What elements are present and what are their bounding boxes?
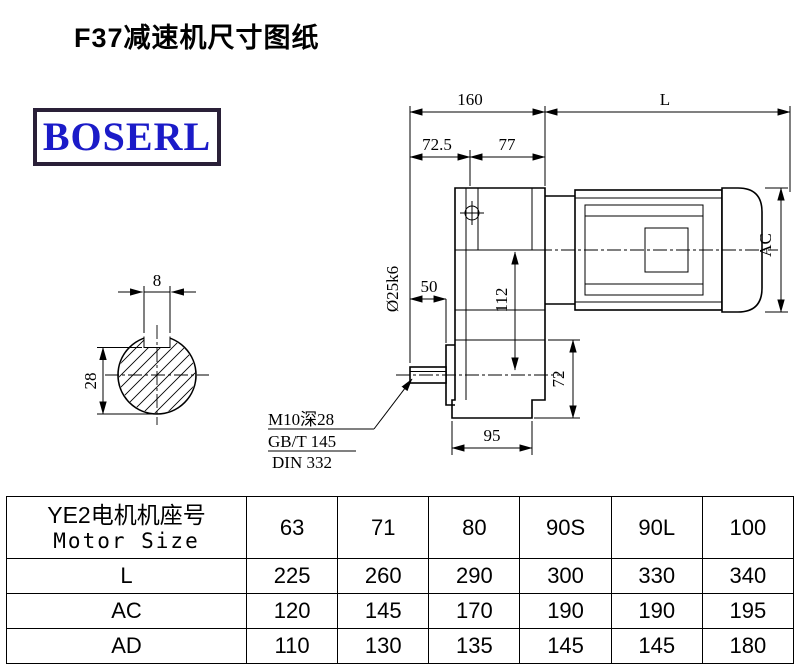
table-cell: 195 [701,593,795,629]
table-cell: 120 [245,593,339,629]
table-cell: 135 [428,628,521,664]
dim-112-label: 112 [492,288,511,313]
table-cell: 145 [337,593,430,629]
motor-dimension-table: YE2电机机座号 Motor Size 63 71 80 90S 90L 100… [6,496,795,664]
dimensions: 160 L 72.5 77 Ø25k6 50 112 72 [383,90,791,455]
table-cell: 260 [337,558,430,594]
table-cell: 180 [701,628,795,664]
table-cell: 330 [610,558,703,594]
note-gbt-standard: GB/T 145 [268,432,336,451]
size-column-header: 63 [245,496,339,559]
dim-keyway-width-label: 8 [153,271,162,290]
table-row-AC: AC 120 145 170 190 190 195 [6,593,795,629]
dim-72-label: 72 [549,371,568,388]
row-label: AC [6,593,247,629]
size-column-header: 80 [428,496,521,559]
boserl-logo: BOSERL [33,108,221,166]
size-column-header: 90L [610,496,703,559]
table-cell: 225 [245,558,339,594]
dim-gearbox-length-label: 160 [457,90,483,109]
table-cell: 130 [337,628,430,664]
table-row-AD: AD 110 130 135 145 145 180 [6,628,795,664]
table-cell: 110 [245,628,339,664]
dim-shaft-length-label: 50 [421,277,438,296]
dim-motor-diameter-label: AC [756,233,775,257]
header-cn: YE2电机机座号 [47,501,206,528]
table-cell: 190 [519,593,612,629]
size-column-header: 71 [337,496,430,559]
keyway-outline [143,336,171,348]
thread-notes: M10深28 GB/T 145 DIN 332 [268,378,413,472]
dim-77-label: 77 [499,135,517,154]
size-column-header: 90S [519,496,612,559]
header-en: Motor Size [53,529,200,554]
size-column-header: 100 [701,496,795,559]
table-cell: 170 [428,593,521,629]
table-cell: 190 [610,593,703,629]
shaft-end-view: 8 28 [81,271,209,425]
row-label: AD [6,628,247,664]
page-title: F37减速机尺寸图纸 [74,23,320,53]
table-cell: 300 [519,558,612,594]
note-tapped-hole: M10深28 [268,410,334,429]
table-cell: 340 [701,558,795,594]
technical-drawing: 8 28 [81,90,791,472]
note-din-standard: DIN 332 [272,453,332,472]
dim-72-5-label: 72.5 [422,135,452,154]
table-cell: 145 [519,628,612,664]
gearbox-side-view [396,187,778,419]
dim-shaft-diameter-label: Ø25k6 [383,266,402,312]
dim-motor-length-label: L [660,90,670,109]
row-label: L [6,558,247,594]
header-motor-size: YE2电机机座号 Motor Size [6,496,247,559]
motor-flange [545,195,575,305]
table-header-row: YE2电机机座号 Motor Size 63 71 80 90S 90L 100 [6,496,795,559]
table-row-L: L 225 260 290 300 330 340 [6,558,795,594]
table-cell: 145 [610,628,703,664]
dim-keyway-depth-label: 28 [81,373,100,390]
boserl-logo-text: BOSERL [42,114,212,159]
table-cell: 290 [428,558,521,594]
gearbox-housing [451,187,546,419]
dim-foot-width-label: 95 [484,426,501,445]
